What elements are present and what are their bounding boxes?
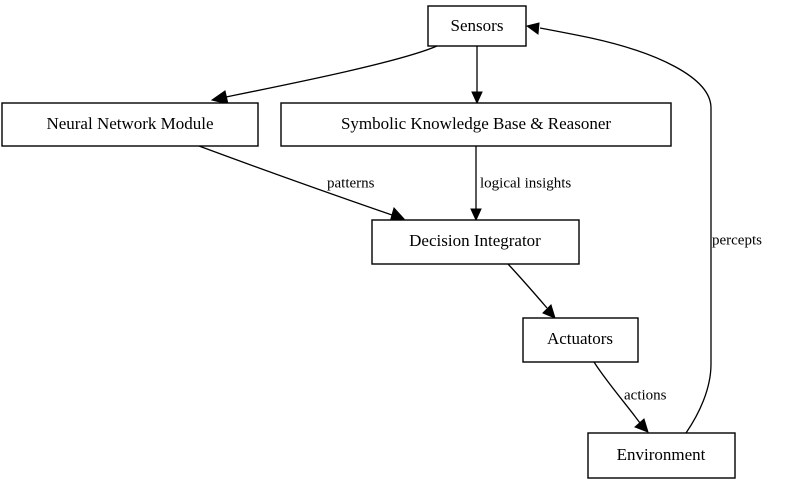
edge-path-environment-sensors [539,27,712,434]
edge-path-actuators-environment [593,361,641,424]
edge-path-nn-decision [198,145,393,216]
node-label-neural-network-module: Neural Network Module [46,114,213,133]
arrowhead-sensors-symbolic [471,91,483,105]
arrowhead-environment-sensors [525,22,540,35]
node-sensors[interactable]: Sensors [427,5,527,47]
arrowhead-sensors-nn [210,90,229,105]
edge-sensors-to-neural-network-module [210,45,438,105]
edge-label-percepts: percepts [712,232,762,248]
edge-environment-to-sensors: percepts [525,22,762,434]
node-box-decision-integrator[interactable] [371,219,580,265]
node-symbolic-knowledge-base[interactable]: Symbolic Knowledge Base & Reasoner [280,102,672,147]
node-box-environment[interactable] [587,432,736,479]
edge-label-actions: actions [624,387,667,403]
arrowhead-decision-actuators [542,304,556,319]
node-box-symbolic-knowledge-base[interactable] [280,102,672,147]
edge-sensors-to-symbolic-kb [471,46,483,105]
node-label-sensors: Sensors [451,16,504,35]
node-box-actuators[interactable] [522,317,639,363]
node-neural-network-module[interactable]: Neural Network Module [1,102,259,147]
edge-label-logical-insights: logical insights [480,175,571,191]
node-label-symbolic-knowledge-base: Symbolic Knowledge Base & Reasoner [341,114,611,133]
node-actuators[interactable]: Actuators [522,317,639,363]
node-environment[interactable]: Environment [587,432,736,479]
edge-neural-network-module-to-decision-integrator: patterns [198,145,405,223]
node-label-actuators: Actuators [547,329,613,348]
edge-path-sensors-nn [225,45,438,98]
edge-symbolic-kb-to-decision-integrator: logical insights [470,146,571,222]
node-label-environment: Environment [617,445,706,464]
arrowhead-symbolic-decision [470,208,482,222]
arrowhead-actuators-environment [634,418,649,433]
node-label-decision-integrator: Decision Integrator [409,231,541,250]
node-decision-integrator[interactable]: Decision Integrator [371,219,580,265]
edge-label-patterns: patterns [327,175,375,191]
edge-decision-integrator-to-actuators [507,263,556,319]
edge-path-decision-actuators [507,263,548,309]
node-box-neural-network-module[interactable] [1,102,259,147]
node-box-sensors[interactable] [427,5,527,47]
edge-actuators-to-environment: actions [593,361,667,433]
